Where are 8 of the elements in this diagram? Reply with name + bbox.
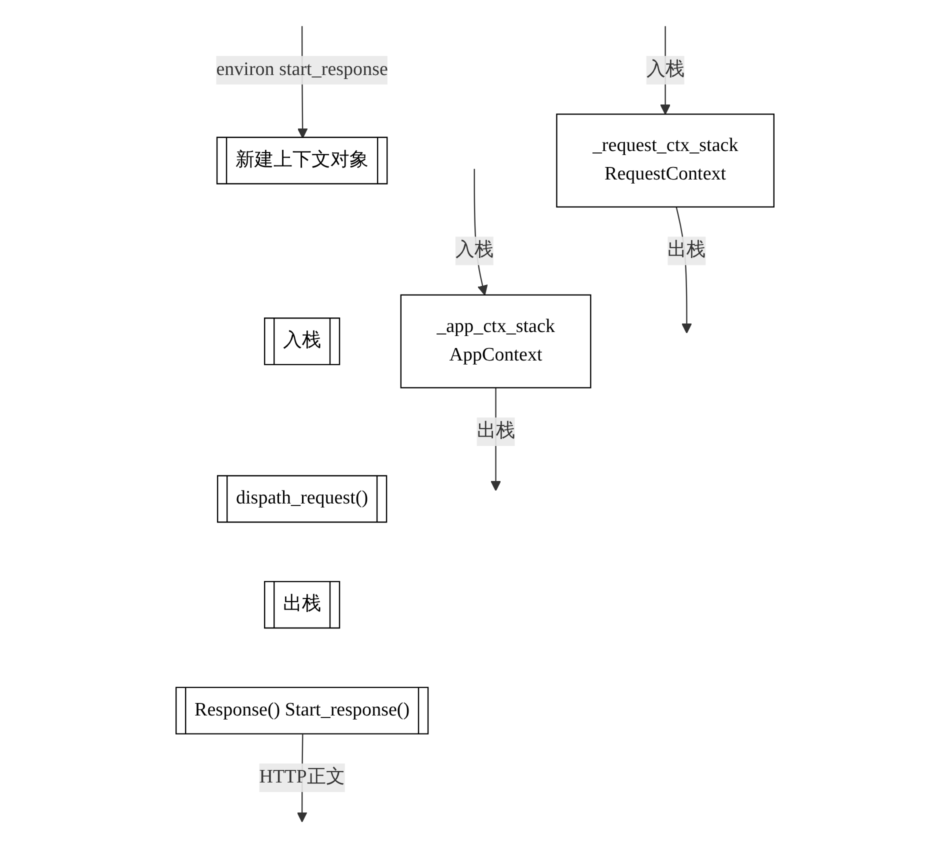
edge-label: 出栈 bbox=[668, 236, 706, 266]
edge-label: 入栈 bbox=[646, 56, 684, 84]
node-box: _request_ctx_stack RequestContext bbox=[556, 114, 774, 208]
node-box: _app_ctx_stack AppContext bbox=[400, 294, 592, 388]
edge-label: 入栈 bbox=[455, 236, 494, 266]
edge-label: 出栈 bbox=[476, 417, 515, 446]
edge-label: environ start_response bbox=[216, 56, 388, 84]
edge-label: HTTP正文 bbox=[259, 764, 345, 792]
